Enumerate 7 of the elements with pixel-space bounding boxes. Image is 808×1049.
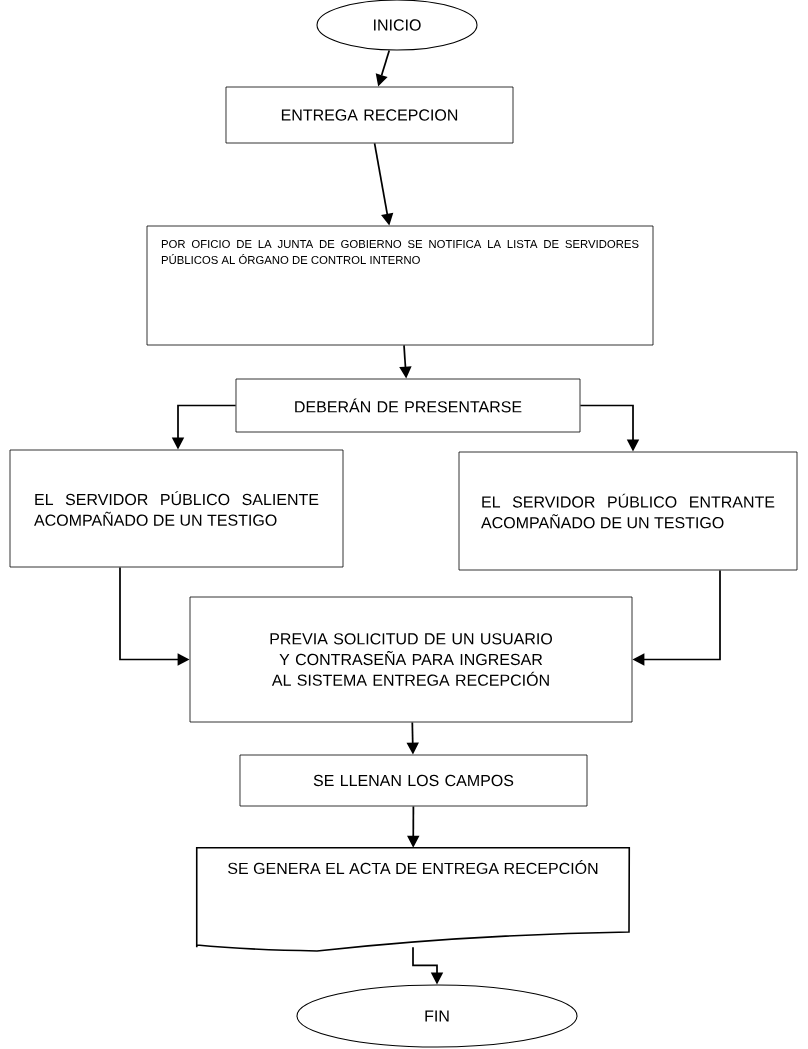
- process-box: EL SERVIDOR PÚBLICO ENTRANTE ACOMPAÑADO DE UN TESTIGO: [458, 451, 798, 571]
- process-box: SE LLENAN LOS CAMPOS: [239, 754, 588, 807]
- process-box: POR OFICIO DE LA JUNTA DE GOBIERNO SE NOTIFICA LA LISTA DE SERVIDORES PÚBLICOS AL ÓRGANO DE CONTROL INTERNO: [146, 225, 654, 346]
- process-box: EL SERVIDOR PÚBLICO SALIENTE ACOMPAÑADO DE UN TESTIGO: [9, 449, 344, 568]
- process-box: PREVIA SOLICITUD DE UN USUARIO Y CONTRASEÑA PARA INGRESAR AL SISTEMA ENTREGA RECEPCIÓN: [189, 596, 633, 723]
- process-box: DEBERÁN DE PRESENTARSE: [235, 378, 581, 433]
- process-box: ENTREGA RECEPCION: [225, 86, 514, 144]
